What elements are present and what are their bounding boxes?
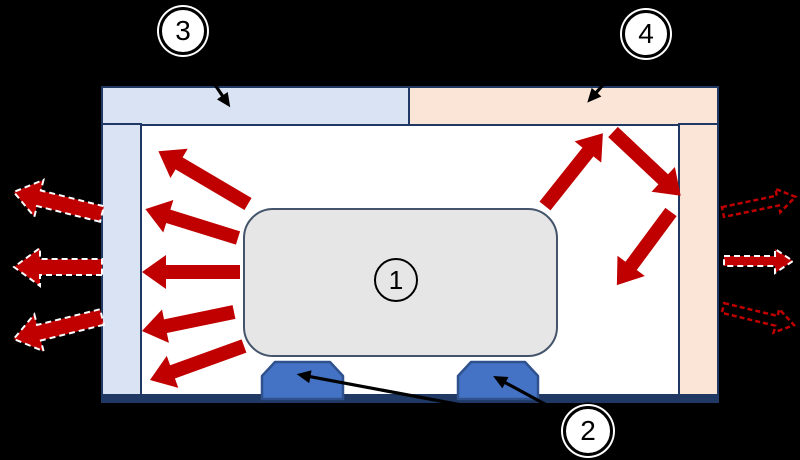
exterior-right-arrow-1 <box>720 186 798 219</box>
callout-3-arrow <box>190 50 231 108</box>
exterior-right-arrow-2 <box>723 247 795 275</box>
exterior-right-arrow-3 <box>720 301 797 335</box>
top-cover-right-panel <box>408 86 719 126</box>
reflection-arrow-to-wall <box>608 126 681 196</box>
reflection-arrow-up <box>539 133 603 211</box>
radiation-arrow-left-5 <box>149 339 247 388</box>
radiation-arrow-left-1 <box>158 148 252 211</box>
exterior-left-group <box>12 178 106 353</box>
radiation-arrow-left-2 <box>145 200 241 245</box>
callout-3-badge: 3 <box>159 7 207 55</box>
top-cover-left-panel <box>101 86 411 126</box>
exterior-left-arrow-1 <box>12 178 106 223</box>
callout-2-badge: 2 <box>563 406 613 456</box>
floor <box>101 394 719 403</box>
callout-2-arrow-left-support <box>296 370 564 426</box>
reflection-path-group <box>539 126 681 286</box>
callout-2-number: 2 <box>580 415 596 446</box>
callout-4-badge: 4 <box>622 10 670 58</box>
object-body <box>243 208 558 357</box>
radiation-left-group <box>141 148 252 388</box>
exterior-right-group <box>720 186 798 335</box>
callout-2-arrow-right-support <box>493 376 568 418</box>
support-left <box>260 360 345 401</box>
exterior-left-arrow-2 <box>12 246 103 288</box>
radiation-arrow-left-4 <box>141 305 236 343</box>
callout-1-badge: 1 <box>374 258 418 302</box>
right-wall <box>678 123 719 403</box>
callout-1-number: 1 <box>388 265 404 295</box>
callout-4-number: 4 <box>638 18 654 49</box>
reflection-arrow-back <box>616 207 677 286</box>
callout-pointers-group <box>190 49 635 426</box>
callout-4-arrow <box>587 49 635 103</box>
radiation-arrow-left-3 <box>142 255 240 289</box>
left-wall <box>101 123 142 403</box>
callout-3-number: 3 <box>175 15 191 46</box>
exterior-left-arrow-3 <box>12 308 106 353</box>
